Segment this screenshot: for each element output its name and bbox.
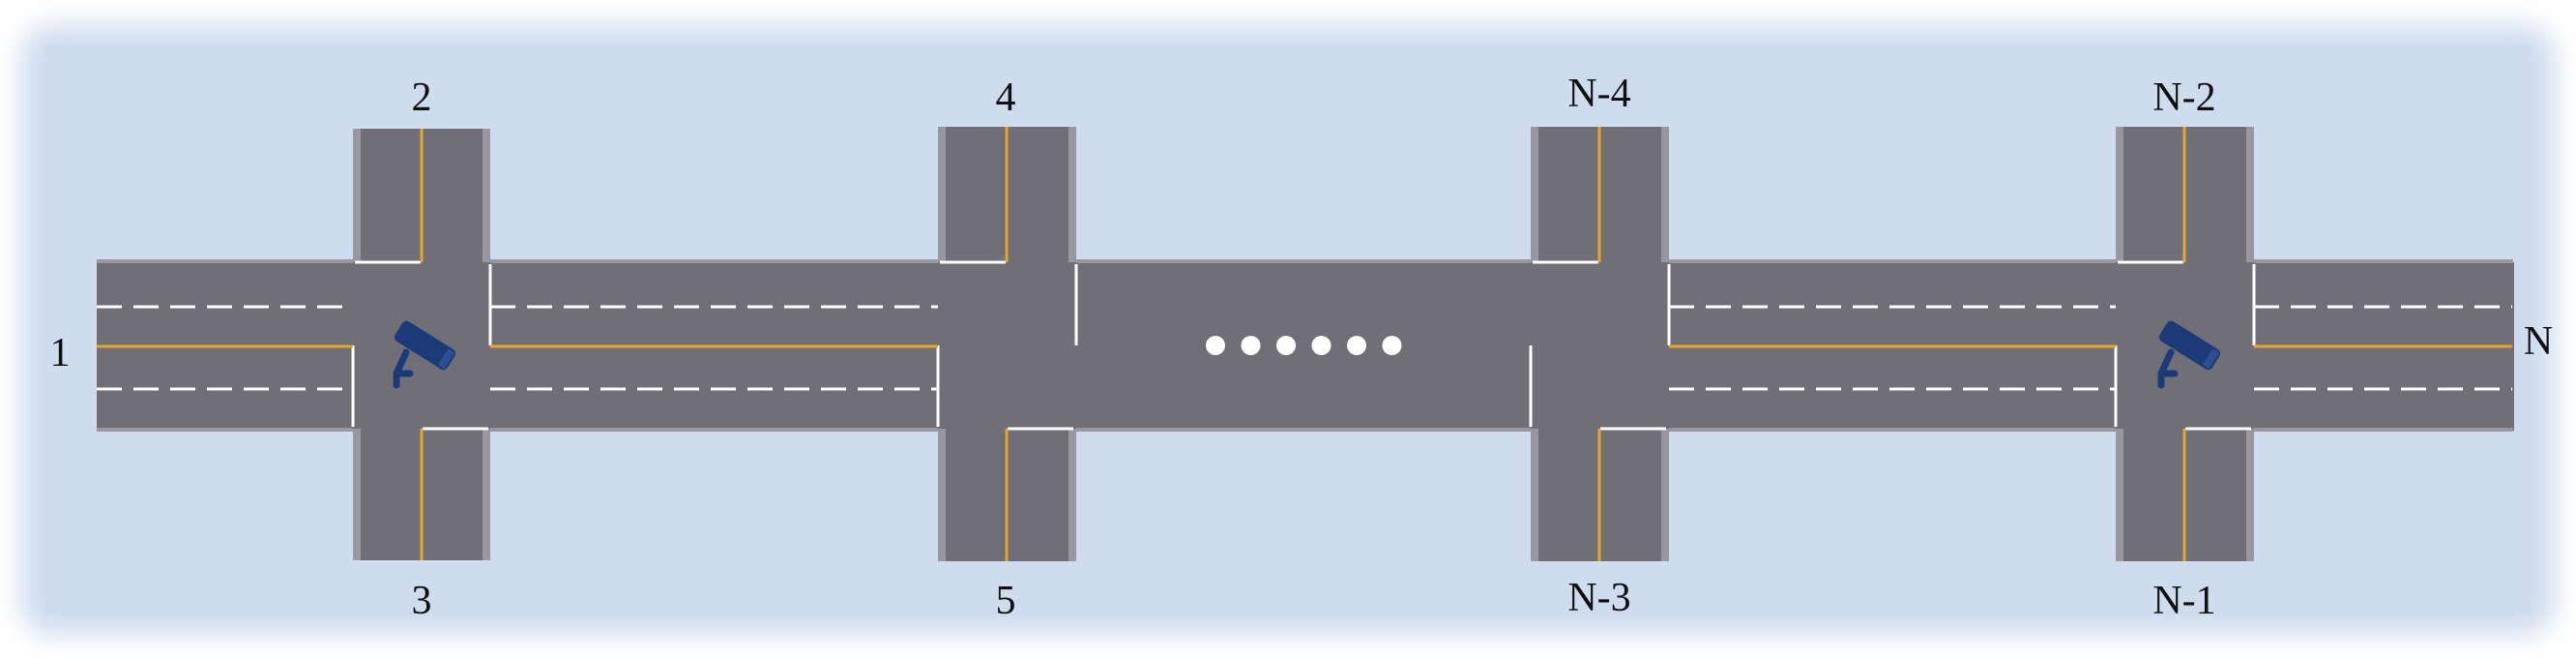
ellipsis-dot xyxy=(1206,336,1225,355)
main-road-segment-middle xyxy=(1078,262,1533,431)
stop-lines xyxy=(351,260,2256,431)
road-edges xyxy=(97,127,2513,561)
terminal-right-label: N xyxy=(2524,319,2553,364)
ellipsis-dot xyxy=(1311,336,1332,355)
ellipsis-dot xyxy=(1382,336,1402,355)
lane-markings xyxy=(97,305,2512,391)
intersection-bottom-label: 5 xyxy=(996,579,1016,623)
intersection-bottom-label: N-3 xyxy=(1567,576,1630,620)
node-labels: 1 N 2 3 4 5 N-4 N-3 N-2 N-1 xyxy=(50,72,2554,623)
center-lines xyxy=(97,127,2512,561)
intersection-top-label: 4 xyxy=(996,75,1016,120)
intersection-top-label: 2 xyxy=(412,75,432,120)
intersection-top-label: N-2 xyxy=(2152,75,2215,120)
intersection-bottom-label: 3 xyxy=(412,579,432,623)
terminal-left-label: 1 xyxy=(50,331,71,375)
ellipsis-dot xyxy=(1241,336,1261,355)
ellipsis-dot xyxy=(1276,336,1296,355)
ellipsis-dot xyxy=(1347,336,1366,355)
intersection-top-label: N-4 xyxy=(1567,72,1630,116)
ellipsis-dots xyxy=(1206,336,1402,355)
intersection-bottom-label: N-1 xyxy=(2152,579,2215,623)
